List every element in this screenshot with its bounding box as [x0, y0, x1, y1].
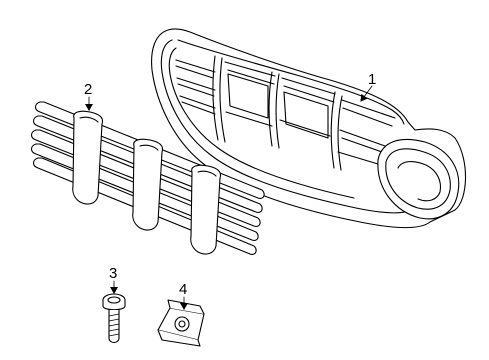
callout-label-4: 4: [179, 281, 187, 298]
callout-2: 2: [84, 81, 93, 111]
callout-4: 4: [179, 281, 188, 310]
clip-nut: [157, 299, 205, 347]
callout-label-3: 3: [109, 265, 117, 282]
callout-1: 1: [360, 71, 376, 102]
callout-label-2: 2: [84, 81, 92, 98]
callout-label-1: 1: [368, 71, 376, 88]
bolt: [102, 293, 126, 344]
lower-grille: [30, 101, 265, 255]
callout-3: 3: [109, 265, 118, 294]
